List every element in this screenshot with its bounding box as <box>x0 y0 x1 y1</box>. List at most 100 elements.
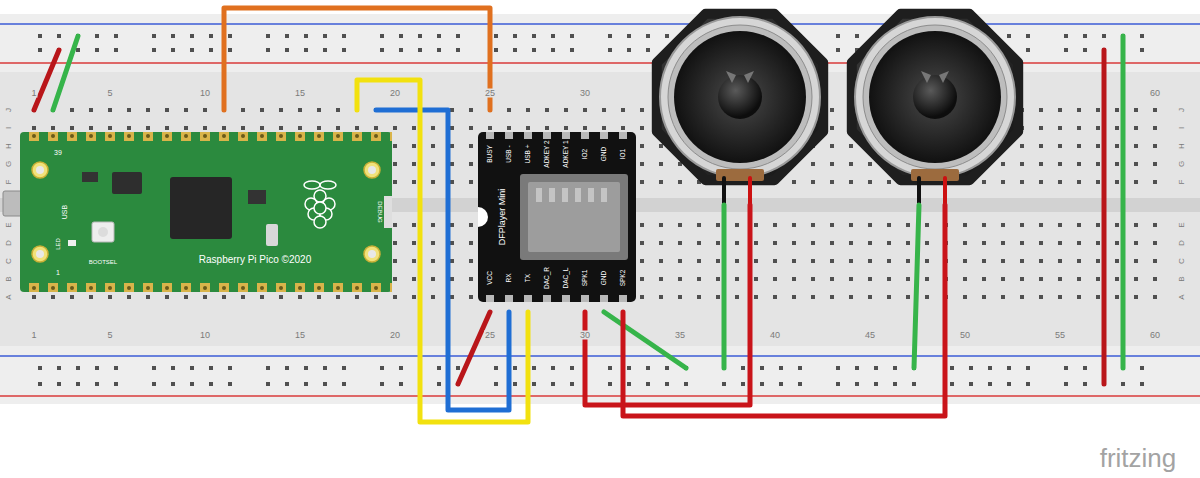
hole <box>564 126 568 130</box>
hole <box>792 295 796 299</box>
rail-hole <box>437 34 441 38</box>
rp2040-chip <box>170 177 232 239</box>
debug-connector <box>384 196 392 228</box>
flash-chip <box>112 172 142 194</box>
hole <box>1134 295 1138 299</box>
pin-pad <box>524 132 532 139</box>
pin-pad <box>295 132 305 141</box>
hole <box>1020 162 1024 166</box>
rail-hole <box>874 382 878 386</box>
mount-hole-center <box>368 250 376 258</box>
rail-hole <box>1102 34 1106 38</box>
rail-hole <box>551 366 555 370</box>
hole <box>1001 259 1005 263</box>
hole <box>1115 295 1119 299</box>
hole <box>146 126 150 130</box>
hole <box>811 180 815 184</box>
sd-card <box>528 182 620 252</box>
column-number: 1 <box>30 331 37 340</box>
rail-hole <box>437 48 441 52</box>
hole <box>1153 241 1157 245</box>
hole <box>1020 223 1024 227</box>
wire-green <box>1121 36 1126 368</box>
speaker <box>657 14 823 181</box>
pin-pad <box>390 283 392 292</box>
hole <box>1153 277 1157 281</box>
rail-hole <box>969 366 973 370</box>
hole <box>1134 126 1138 130</box>
hole <box>1077 144 1081 148</box>
hole <box>811 223 815 227</box>
pin-pad <box>486 132 494 139</box>
hole <box>1020 259 1024 263</box>
mount-hole-center <box>36 166 44 174</box>
hole <box>469 241 473 245</box>
rail-hole <box>779 366 783 370</box>
hole <box>450 259 454 263</box>
hole <box>773 241 777 245</box>
hole <box>1096 223 1100 227</box>
rail-hole <box>228 48 232 52</box>
hole <box>982 223 986 227</box>
hole <box>450 108 454 112</box>
rail-hole <box>950 382 954 386</box>
rail-hole <box>513 48 517 52</box>
pin-pad <box>143 132 153 141</box>
rail-hole <box>190 366 194 370</box>
hole <box>1096 162 1100 166</box>
hole <box>412 180 416 184</box>
hole <box>1039 277 1043 281</box>
hole <box>1001 295 1005 299</box>
pin-hole <box>203 286 207 290</box>
pin-pad <box>105 132 115 141</box>
hole <box>1115 162 1119 166</box>
row-letter: A <box>5 293 13 300</box>
rail-hole <box>304 382 308 386</box>
hole <box>1039 223 1043 227</box>
hole <box>317 108 321 112</box>
lead-red <box>748 178 752 206</box>
speaker-frame <box>852 14 1018 180</box>
hole <box>393 223 397 227</box>
pin-hole <box>127 286 131 290</box>
hole <box>1001 241 1005 245</box>
rail-hole <box>152 48 156 52</box>
hole <box>51 126 55 130</box>
hole <box>716 241 720 245</box>
board-body <box>0 14 1200 404</box>
hole <box>127 108 131 112</box>
hole <box>298 126 302 130</box>
hole <box>906 259 910 263</box>
rail-hole <box>551 34 555 38</box>
hole <box>830 241 834 245</box>
hole <box>526 108 530 112</box>
rail-hole <box>285 382 289 386</box>
rail-hole <box>608 34 612 38</box>
wire-green <box>722 205 727 368</box>
hole <box>1020 180 1024 184</box>
hole <box>431 241 435 245</box>
board-label: Raspberry Pi Pico ©2020 <box>199 255 311 265</box>
rail-hole <box>209 366 213 370</box>
rail-hole <box>418 48 422 52</box>
row-letter: F <box>1178 179 1186 186</box>
hole <box>697 277 701 281</box>
rail-hole <box>855 34 859 38</box>
hole <box>1115 144 1119 148</box>
hole <box>868 295 872 299</box>
speaker-tab <box>726 71 754 83</box>
hole <box>602 126 606 130</box>
hole <box>70 126 74 130</box>
hole <box>792 277 796 281</box>
board-label: 1 <box>56 269 60 276</box>
pin-hole <box>260 134 264 138</box>
board-label: BOOTSEL <box>89 259 117 265</box>
lead-black <box>917 178 921 206</box>
pin-hole <box>336 286 340 290</box>
board-label: 39 <box>54 149 62 156</box>
hole <box>982 241 986 245</box>
hole <box>260 108 264 112</box>
hole <box>545 126 549 130</box>
pin-hole <box>374 286 378 290</box>
rail-hole <box>380 48 384 52</box>
